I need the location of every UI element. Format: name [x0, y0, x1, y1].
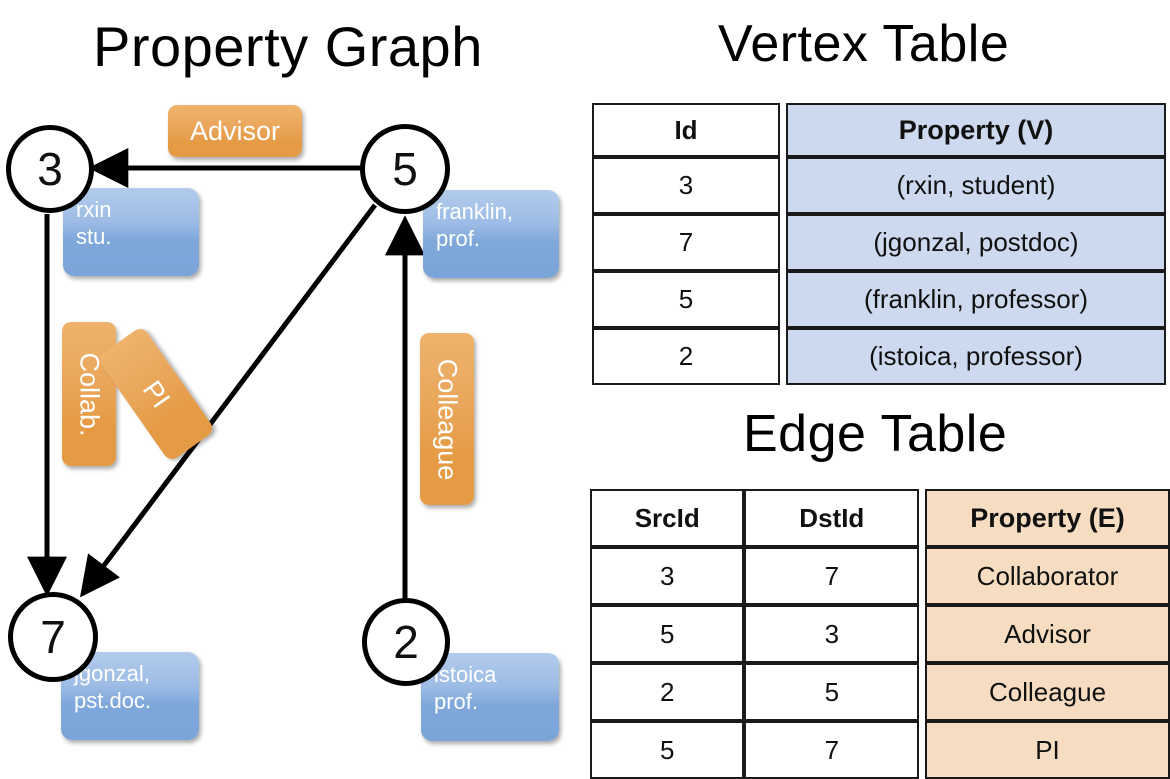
vertex-table-header-id: Id	[592, 103, 780, 157]
edge-row-src: 5	[590, 605, 745, 663]
edge-table-header-dstid: DstId	[744, 489, 920, 547]
vertex-row-id: 7	[592, 214, 780, 271]
vertex-table-column-gap	[780, 271, 786, 328]
vertex-table-column-gap	[780, 214, 786, 271]
vertex-table-column-gap	[780, 157, 786, 214]
edge-table-row[interactable]: 2 5 Colleague	[590, 663, 1170, 721]
vertex-table-column-gap	[780, 328, 786, 385]
edge-label-collab-text: Collab.	[74, 351, 105, 437]
vertex-table-header-row: Id Property (V)	[592, 103, 1166, 157]
edge-row-src: 3	[590, 547, 745, 605]
edge-row-dst: 5	[744, 663, 920, 721]
vertex-row-id: 2	[592, 328, 780, 385]
edge-row-property: Advisor	[925, 605, 1170, 663]
edge-table-header-property: Property (E)	[925, 489, 1170, 547]
edge-table-column-gap	[919, 663, 925, 721]
vertex-table-header-property: Property (V)	[786, 103, 1166, 157]
vertex-row-id: 3	[592, 157, 780, 214]
page-title-vertex-table: Vertex Table	[718, 15, 1010, 73]
edge-table-row[interactable]: 5 7 PI	[590, 721, 1170, 779]
edge-table-row[interactable]: 5 3 Advisor	[590, 605, 1170, 663]
edge-label-advisor: Advisor	[168, 105, 302, 157]
vertex-row-id: 5	[592, 271, 780, 328]
vertex-property-box-2-line2: prof.	[434, 688, 479, 714]
graph-edges-svg	[27, 148, 425, 600]
edge-label-pi-text: PI	[136, 374, 177, 413]
graph-node-2[interactable]: 2	[362, 598, 450, 686]
edge-row-property: PI	[925, 721, 1170, 779]
graph-node-3[interactable]: 3	[6, 125, 94, 213]
edge-row-dst: 7	[744, 547, 920, 605]
vertex-property-box-3-line1: rxin	[76, 197, 112, 222]
edge-table-column-gap	[919, 489, 925, 547]
edge-row-src: 2	[590, 663, 745, 721]
vertex-property-box-3-line2: stu.	[76, 223, 112, 249]
edge-label-collab: Collab.	[62, 322, 116, 466]
graph-node-7[interactable]: 7	[8, 592, 98, 682]
vertex-table-row[interactable]: 7 (jgonzal, postdoc)	[592, 214, 1166, 271]
edge-label-colleague: Colleague	[420, 333, 474, 505]
edge-table-header-row: SrcId DstId Property (E)	[590, 489, 1170, 547]
vertex-row-property: (jgonzal, postdoc)	[786, 214, 1166, 271]
vertex-property-box-5: franklin, prof.	[423, 190, 559, 278]
edge-table-row[interactable]: 3 7 Collaborator	[590, 547, 1170, 605]
vertex-table-row[interactable]: 2 (istoica, professor)	[592, 328, 1166, 385]
edge-row-src: 5	[590, 721, 745, 779]
edge-row-property: Colleague	[925, 663, 1170, 721]
edge-label-advisor-text: Advisor	[189, 115, 281, 146]
edge-label-colleague-text: Colleague	[432, 358, 463, 480]
edge-table-column-gap	[919, 721, 925, 779]
graph-node-7-label: 7	[40, 611, 66, 663]
vertex-property-box-7-line2: pst.doc.	[74, 687, 152, 713]
vertex-table-row[interactable]: 5 (franklin, professor)	[592, 271, 1166, 328]
edge-table-column-gap	[919, 605, 925, 663]
vertex-property-box-2: istoica prof.	[421, 653, 559, 741]
edge-table: SrcId DstId Property (E) 3 7 Collaborato…	[590, 489, 1170, 779]
page-title-property-graph: Property Graph	[93, 15, 483, 78]
vertex-property-box-2-line1: istoica	[434, 662, 497, 687]
vertex-row-property: (rxin, student)	[786, 157, 1166, 214]
edge-row-property: Collaborator	[925, 547, 1170, 605]
edge-row-dst: 3	[744, 605, 920, 663]
vertex-table-column-gap	[780, 103, 786, 157]
vertex-property-box-5-line2: prof.	[436, 225, 481, 251]
page-title-edge-table: Edge Table	[743, 405, 1008, 463]
property-graph-panel: Property Graph Advisor Collab. PI	[0, 0, 585, 760]
graph-node-5[interactable]: 5	[360, 124, 450, 214]
graph-node-5-label: 5	[392, 143, 418, 195]
vertex-property-box-5-line1: franklin,	[436, 199, 514, 224]
graph-node-3-label: 3	[37, 143, 63, 195]
edge-table-column-gap	[919, 547, 925, 605]
vertex-table-row[interactable]: 3 (rxin, student)	[592, 157, 1166, 214]
edge-table-header-srcid: SrcId	[590, 489, 745, 547]
vertex-row-property: (istoica, professor)	[786, 328, 1166, 385]
vertex-property-box-7-line1: jgonzal,	[74, 661, 150, 686]
vertex-row-property: (franklin, professor)	[786, 271, 1166, 328]
vertex-table: Id Property (V) 3 (rxin, student) 7 (jgo…	[592, 103, 1166, 385]
graph-node-2-label: 2	[393, 616, 419, 668]
edge-5-to-7	[79, 203, 377, 598]
vertex-property-box-3: rxin stu.	[63, 188, 199, 276]
edge-row-dst: 7	[744, 721, 920, 779]
